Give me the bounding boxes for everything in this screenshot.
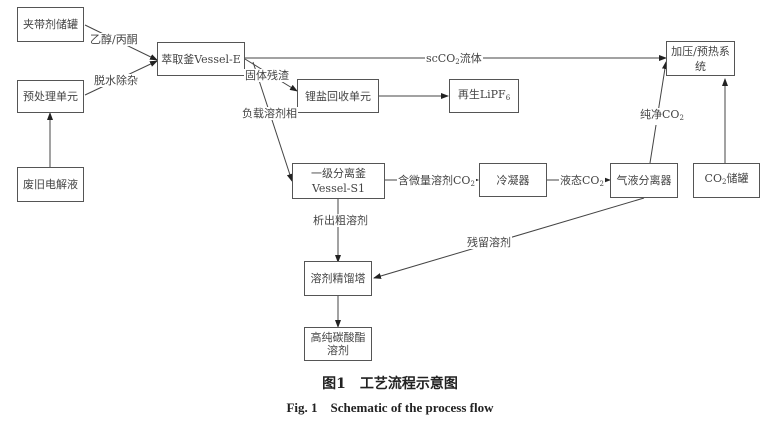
node-extraction-vessel: 萃取釜Vessel-E: [157, 42, 245, 76]
text: scCO: [426, 52, 456, 65]
text: 纯净CO: [640, 108, 680, 121]
edge-label-crude-solvent: 析出粗溶剂: [312, 214, 369, 227]
figure-caption-en: Fig. 1 Schematic of the process flow: [286, 400, 494, 415]
subscript: 2: [721, 178, 727, 186]
node-waste-electrolyte: 废旧电解液: [17, 167, 84, 202]
node-label: 加压/预热系统: [671, 44, 730, 73]
edge-label-liquid-co2: 液态CO2: [559, 174, 605, 191]
node-label-line1: 一级分离釜: [311, 167, 366, 180]
subscript: 2: [470, 180, 475, 188]
text: 液态CO: [560, 174, 600, 187]
figure-caption-cn: 图1 工艺流程示意图: [322, 376, 458, 392]
node-high-purity-solvent: 高纯碳酸酯溶剂: [304, 327, 372, 361]
node-pressurize-preheat: 加压/预热系统: [666, 41, 735, 76]
text: 含微量溶剂CO: [398, 174, 471, 187]
node-label: 预处理单元: [23, 90, 78, 103]
node-label: 废旧电解液: [23, 178, 78, 191]
node-label: 再生LiPF6: [458, 87, 510, 106]
node-lithium-recovery: 锂盐回收单元: [297, 79, 379, 113]
edge-label-pure-co2: 纯净CO2: [639, 108, 685, 125]
edge-label-trace-co2: 含微量溶剂CO2: [397, 174, 476, 191]
node-co2-tank: CO2储罐: [693, 163, 760, 198]
node-label-line2: 溶剂: [327, 344, 349, 357]
node-label: 夹带剂储罐: [23, 18, 78, 31]
edge-label-solid-residue: 固体残渣: [244, 69, 290, 82]
text: 储罐: [726, 172, 749, 185]
node-label: 萃取釜Vessel-E: [161, 52, 241, 66]
node-label-line1: 高纯碳酸酯: [310, 331, 366, 344]
node-condenser: 冷凝器: [479, 163, 547, 197]
edge-label-residual-solvent: 残留溶剂: [466, 236, 512, 249]
subscript: 2: [599, 180, 604, 188]
node-label: 溶剂精馏塔: [310, 272, 366, 285]
subscript: 6: [505, 93, 511, 102]
node-entrainer-tank: 夹带剂储罐: [17, 7, 84, 42]
edge-label-scco2: scCO2流体: [425, 52, 483, 69]
node-separator-s1: 一级分离釜 Vessel-S1: [292, 163, 385, 199]
text: 流体: [459, 52, 482, 65]
text: CO: [704, 172, 722, 185]
edge-label-dehydration: 脱水除杂: [93, 74, 139, 87]
node-regen-lipf6: 再生LiPF6: [449, 79, 519, 113]
subscript: 2: [455, 58, 460, 66]
text: 再生LiPF: [457, 87, 506, 101]
node-label: 气液分离器: [616, 174, 672, 187]
edge-label-ethanol-acetone: 乙醇/丙酮: [89, 33, 139, 46]
node-pretreatment: 预处理单元: [17, 80, 84, 113]
node-label: 锂盐回收单元: [305, 89, 371, 103]
node-label: CO2储罐: [705, 171, 749, 190]
node-gas-liquid-separator: 气液分离器: [610, 163, 678, 198]
node-solvent-column: 溶剂精馏塔: [304, 261, 372, 296]
node-label-line2: Vessel-S1: [311, 182, 365, 195]
edge-label-loaded-solvent: 负载溶剂相: [241, 107, 298, 120]
subscript: 2: [679, 114, 684, 122]
node-label: 冷凝器: [496, 173, 530, 187]
